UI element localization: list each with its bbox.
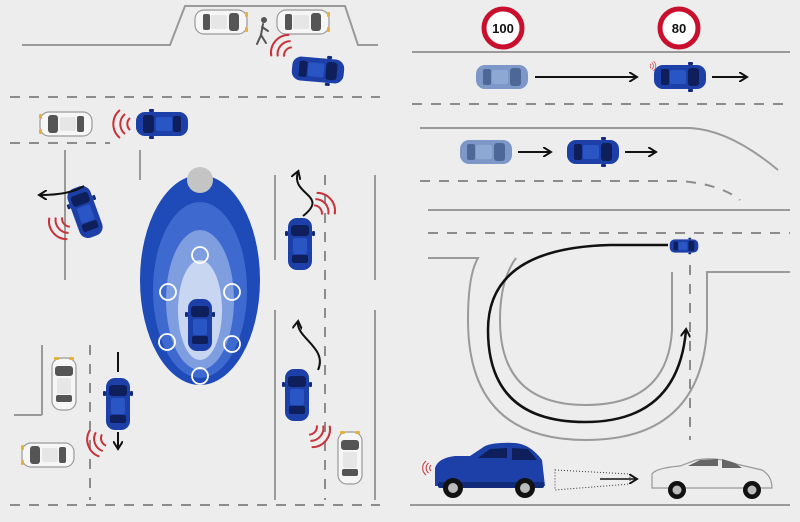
car-reversing [103, 378, 133, 430]
car-adapted-speed [654, 62, 706, 92]
speed-limit-value: 80 [672, 21, 686, 36]
car-leading [567, 137, 619, 167]
ultrasonic-sensor-icon [158, 246, 241, 385]
left-road-lines [14, 5, 378, 500]
following-car-white [38, 111, 93, 137]
car-leaving-parking [290, 52, 346, 88]
left-lane-dashes [10, 96, 380, 506]
radar-waves-icon [303, 418, 336, 453]
suv-side-view-icon [435, 442, 545, 498]
lane-change-arrow-bottom [298, 322, 321, 371]
parked-car-top-1 [194, 9, 249, 35]
car-lane-change-top [285, 218, 315, 270]
radar-waves-icon [82, 425, 110, 460]
ego-car-lane [136, 109, 188, 139]
radar-waves-icon [422, 460, 432, 476]
sensor-car [185, 299, 215, 351]
car-following [460, 140, 512, 164]
lane-change-arrow-top [297, 172, 314, 217]
radar-waves-icon [265, 29, 298, 64]
speed-limit-value: 100 [492, 21, 514, 36]
radar-waves-icon [43, 210, 76, 245]
car-lane-change-bottom [282, 369, 312, 421]
u-turn-path [486, 243, 686, 424]
parked-car-right [337, 430, 363, 485]
turn-left-arrow [40, 185, 85, 195]
right-road-lines [410, 51, 790, 506]
parked-car-bottom-left [20, 442, 75, 468]
car-u-turn [669, 237, 699, 255]
sedan-side-view-icon [651, 458, 773, 499]
pedestrian-icon [256, 17, 269, 45]
speed-limit-sign-80: 80 [657, 6, 701, 50]
parked-car-top-2 [276, 9, 331, 35]
ultrasonic-sensor-field [140, 167, 260, 385]
radar-beam [554, 469, 631, 491]
right-lane-dashes [412, 103, 790, 440]
car-approaching-sign [476, 65, 528, 89]
radar-waves-icon [649, 60, 657, 72]
parked-car-left [51, 356, 77, 411]
speed-limit-sign-100: 100 [481, 6, 525, 50]
radar-waves-icon [112, 109, 131, 139]
